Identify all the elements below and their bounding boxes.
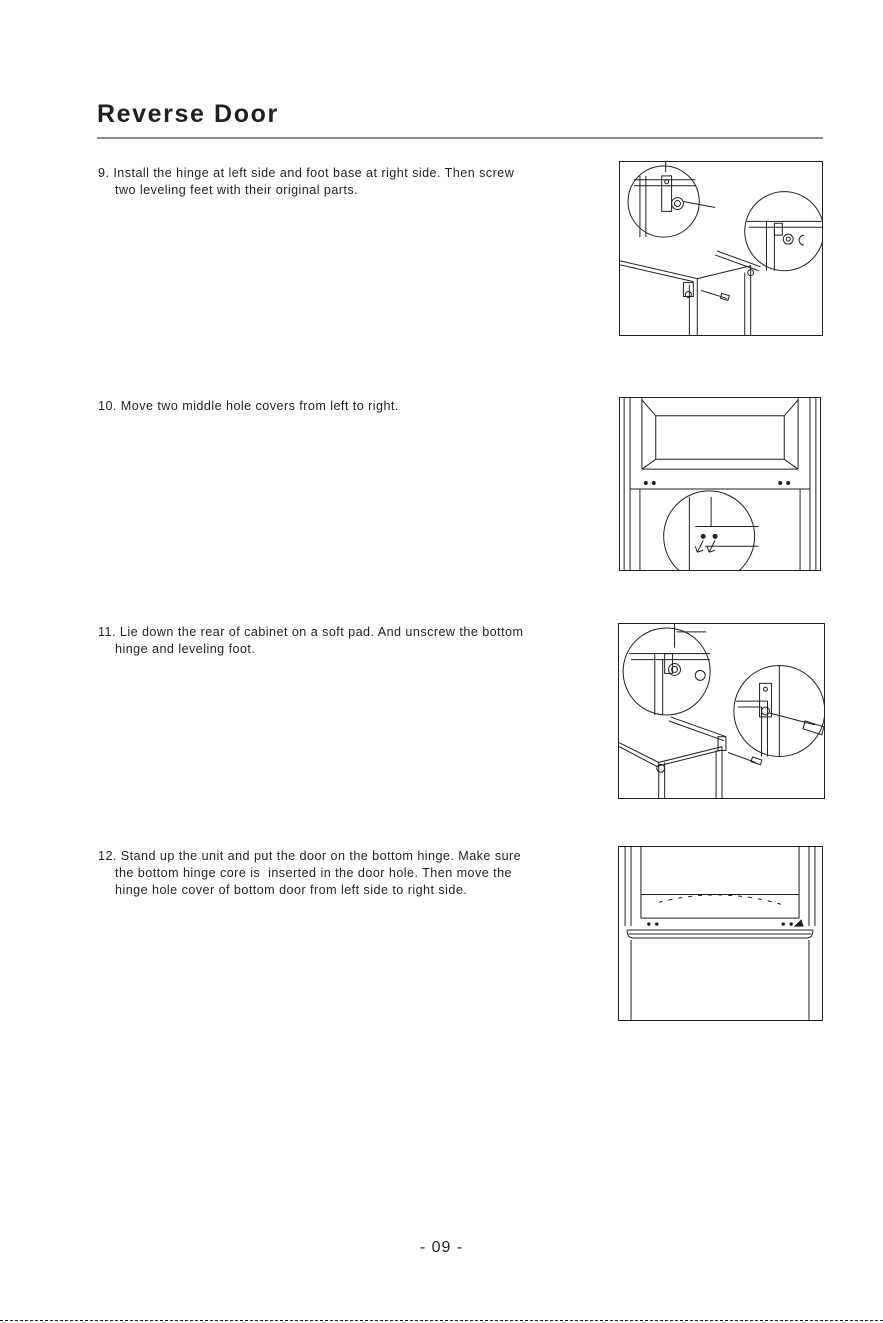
step-10-text: 10. Move two middle hole covers from lef… <box>98 398 588 415</box>
step-9-line-2: two leveling feet with their original pa… <box>115 183 359 197</box>
step-11-line-2: hinge and leveling foot. <box>115 642 256 656</box>
title-divider <box>97 137 823 139</box>
page-title: Reverse Door <box>97 100 279 128</box>
page-number: - 09 - <box>419 1239 464 1256</box>
step-11-line-1: 11. Lie down the rear of cabinet on a so… <box>98 625 524 639</box>
step-12-line-2: the bottom hinge core is inserted in the… <box>115 866 513 880</box>
step-10-line-1: 10. Move two middle hole covers from lef… <box>98 399 399 413</box>
hinge-and-leveling-feet-install-illustration <box>619 161 823 336</box>
page-bottom-dashed-line <box>0 1320 883 1321</box>
step-11-text: 11. Lie down the rear of cabinet on a so… <box>98 624 588 658</box>
step-12-text: 12. Stand up the unit and put the door o… <box>98 848 588 899</box>
bottom-hinge-removal-illustration <box>618 623 825 799</box>
step-12-line-1: 12. Stand up the unit and put the door o… <box>98 849 522 863</box>
step-9-text: 9. Install the hinge at left side and fo… <box>98 165 588 199</box>
door-on-bottom-hinge-illustration <box>618 846 823 1021</box>
step-9-line-1: 9. Install the hinge at left side and fo… <box>98 166 515 180</box>
step-12-line-3: hinge hole cover of bottom door from lef… <box>115 883 468 897</box>
middle-hole-covers-illustration <box>619 397 821 571</box>
